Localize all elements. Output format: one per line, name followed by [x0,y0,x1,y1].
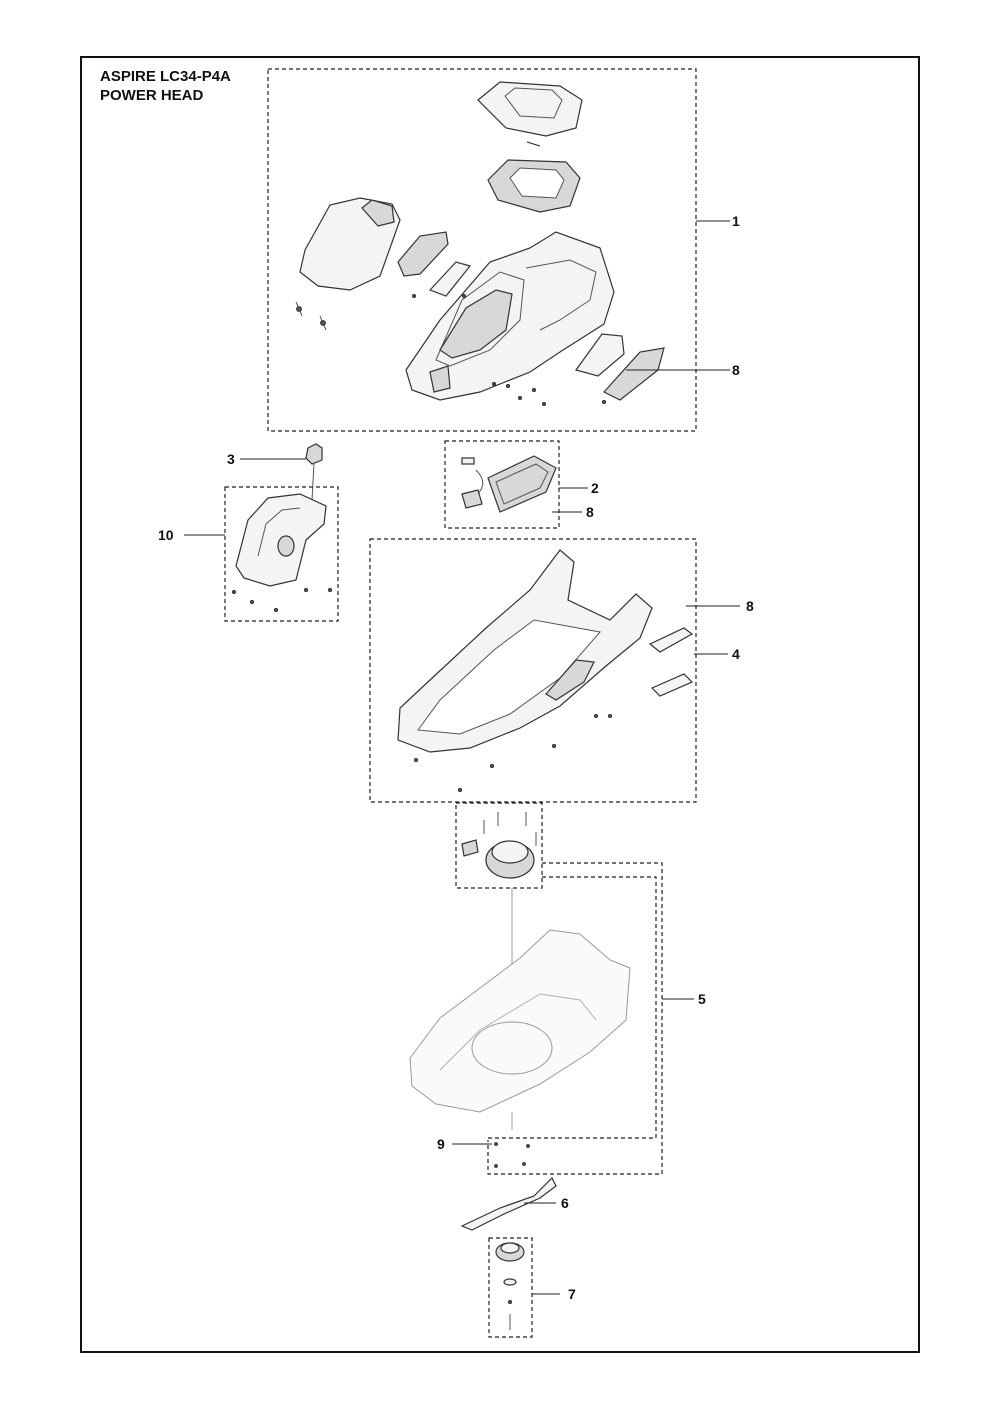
group-box-motor [455,802,543,889]
callout-3: 3 [227,451,235,467]
callout-8-grip: 8 [732,362,740,378]
side-grip-outer [603,347,665,401]
callout-7: 7 [568,1286,576,1302]
cutting-deck [409,929,631,1113]
callout-9: 9 [437,1136,445,1152]
section-title: POWER HEAD [100,87,204,104]
motor-connector [461,839,479,857]
group-box-10 [224,486,339,622]
fuse-connector [305,443,323,465]
washer [503,1278,517,1286]
main-cover-body [405,231,615,401]
callout-4: 4 [732,646,740,662]
logo-badge [429,365,451,393]
callout-6: 6 [561,1195,569,1211]
connector [461,457,475,465]
latch-part [397,231,449,277]
group-box-frame [369,538,697,803]
callout-1: 1 [732,213,740,229]
blade-hub-assembly [488,1237,560,1338]
group-box-1 [267,68,697,432]
grip-plate-upper [648,627,694,653]
blade [460,1176,557,1231]
control-board-assembly [444,440,588,529]
drawing-frame [80,56,920,1353]
callout-5: 5 [698,991,706,1007]
group-box-2 [444,440,560,529]
top-cover-assembly [267,68,730,432]
motor-deck-assembly [409,802,694,1175]
group-box-7 [488,1237,533,1338]
group-box-5-outer [487,862,663,1175]
handle-cover [477,81,583,137]
callout-10: 10 [158,527,174,543]
group-box-5-inner [488,876,657,1139]
circuit-board [487,455,557,513]
callout-8-board: 8 [586,504,594,520]
side-grip-inner [575,333,625,377]
callout-8-frame: 8 [746,598,754,614]
model-title: ASPIRE LC34-P4A [100,68,231,85]
callout-2: 2 [591,480,599,496]
grip-plate-lower [650,673,694,697]
frame-chassis-assembly [369,538,740,803]
battery-housing-assembly [184,443,339,622]
blade-assembly [460,1176,557,1231]
